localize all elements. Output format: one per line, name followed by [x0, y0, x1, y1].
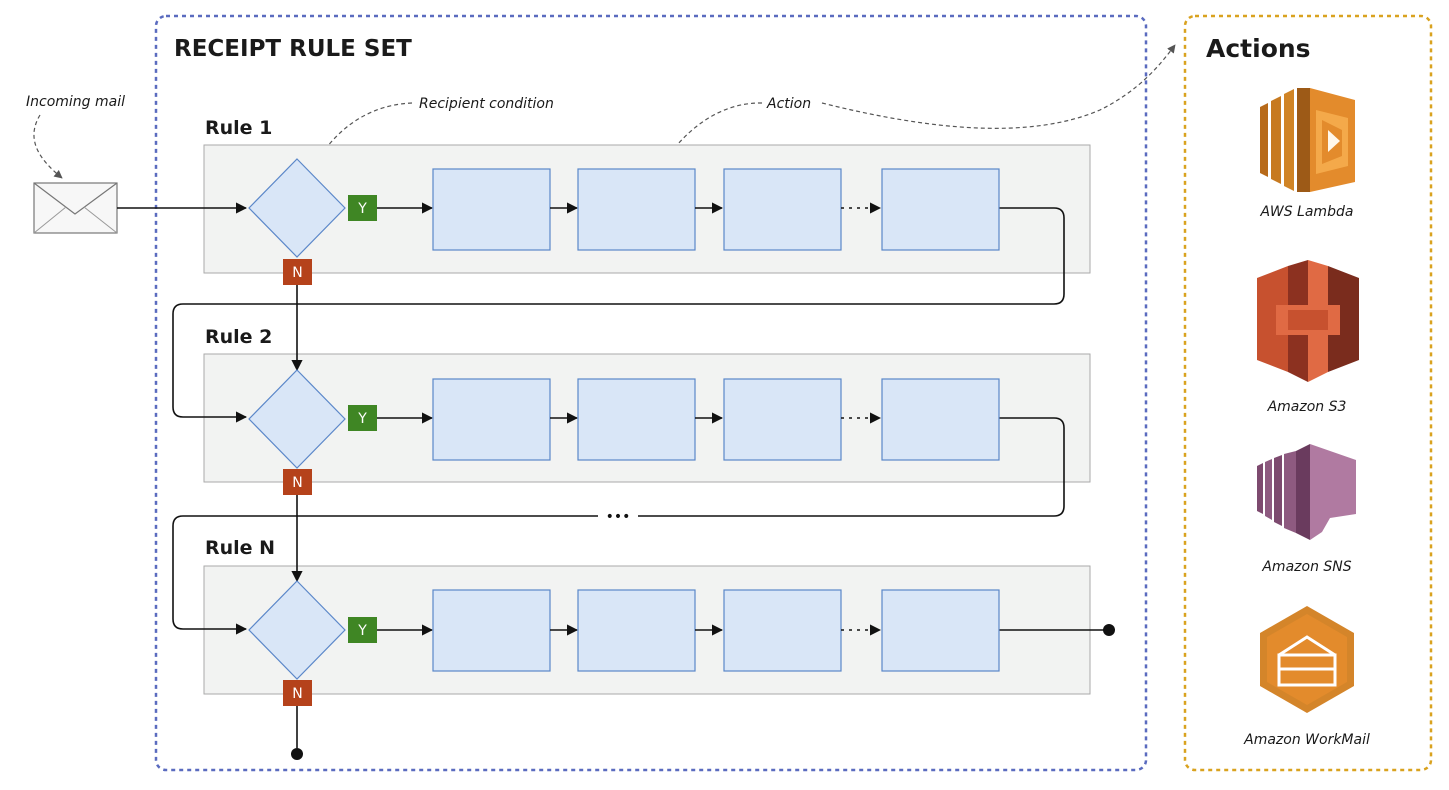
action-box [881, 378, 1000, 461]
action-box [577, 589, 696, 672]
envelope-icon [33, 182, 118, 234]
action-box [432, 589, 551, 672]
rules-ellipsis: ••• [606, 509, 631, 525]
action-box [881, 168, 1000, 251]
yes-badge [348, 195, 377, 221]
rule-set-title: RECEIPT RULE SET [174, 36, 412, 62]
no-badge [283, 469, 312, 495]
action-box [577, 378, 696, 461]
yes-label: Y [357, 411, 367, 427]
incoming-mail-pointer [33, 114, 63, 179]
yes-badge [348, 405, 377, 431]
rule-label: Rule 2 [205, 326, 272, 348]
rule-1-flow: Y N [248, 158, 1000, 285]
rule-label: Rule 1 [205, 117, 272, 139]
action-box [432, 378, 551, 461]
rule-set-container [154, 14, 1148, 772]
amazon-workmail-icon [1260, 606, 1354, 713]
rule-label: Rule N [205, 537, 275, 559]
no-label: N [292, 475, 302, 491]
rule-n-flow: Y N [248, 580, 1000, 706]
yes-badge [348, 617, 377, 643]
amazon-sns-label: Amazon SNS [1261, 559, 1351, 575]
recipient-condition-diamond [248, 158, 346, 258]
incoming-mail-annotation: Incoming mail [26, 94, 125, 110]
aws-lambda-icon [1260, 88, 1355, 192]
action-annotation: Action [766, 96, 811, 112]
amazon-workmail-label: Amazon WorkMail [1243, 732, 1370, 748]
action-box [723, 168, 842, 251]
yes-label: Y [357, 201, 367, 217]
recipient-condition-diamond [248, 580, 346, 680]
action-box [577, 168, 696, 251]
no-badge [283, 259, 312, 285]
actions-title: Actions [1206, 34, 1311, 63]
action-box [723, 589, 842, 672]
yes-label: Y [357, 623, 367, 639]
recipient-condition-annotation: Recipient condition [419, 96, 554, 112]
amazon-sns-icon [1257, 444, 1356, 540]
action-box [881, 589, 1000, 672]
actions-pointer [821, 44, 1176, 129]
action-box [432, 168, 551, 251]
end-node [291, 748, 303, 760]
no-badge [283, 680, 312, 706]
connector-gap [598, 507, 638, 525]
rule-1-to-rule-2-connector [172, 207, 1065, 423]
rule-2-flow: Y N [248, 369, 1000, 495]
amazon-s3-icon [1257, 260, 1359, 382]
action-box [723, 378, 842, 461]
no-label: N [292, 686, 302, 702]
aws-lambda-label: AWS Lambda [1260, 204, 1354, 220]
end-node [1103, 624, 1115, 636]
recipient-condition-diamond [248, 369, 346, 469]
amazon-s3-label: Amazon S3 [1267, 399, 1347, 415]
no-label: N [292, 265, 302, 281]
actions-container [1183, 14, 1433, 772]
